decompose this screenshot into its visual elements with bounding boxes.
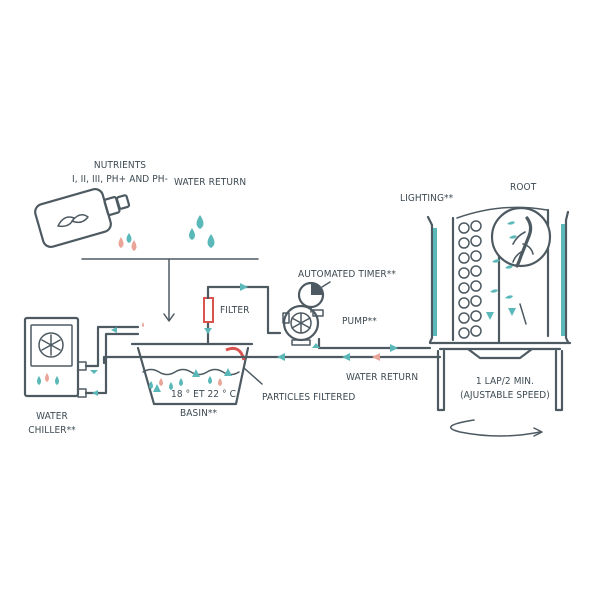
water-return-top-label: WATER RETURN: [174, 177, 247, 188]
filter-label: FILTER: [220, 305, 250, 316]
basin: [130, 342, 263, 406]
root-label: ROOT: [510, 182, 537, 193]
growing-tower: [426, 206, 572, 412]
temperature-label: 18 ° ET 22 ° C: [171, 389, 237, 400]
lighting-label: LIGHTING**: [400, 193, 454, 204]
lap-speed-label: 1 LAP/2 MIN.: [475, 376, 535, 387]
adjustable-speed-label: (AJUSTABLE SPEED): [460, 390, 550, 401]
water-return-drops: [189, 215, 215, 248]
automated-timer-label: AUTOMATED TIMER**: [298, 269, 396, 280]
water-return-bottom-label: WATER RETURN: [346, 372, 419, 383]
particles-filtered-label: PARTICLES FILTERED: [262, 392, 356, 403]
water-chiller: [23, 316, 87, 398]
nutrient-bottle-icon: [34, 188, 131, 248]
fan-icon: [41, 334, 61, 356]
tower-pipes: [102, 337, 442, 365]
chiller-label: CHILLER**: [28, 425, 76, 436]
nutrient-drops: [118, 233, 137, 251]
nutrients-subtitle: I, II, III, PH+ AND PH-: [71, 174, 169, 185]
inflow-pipe: [81, 258, 259, 322]
chiller-pipes: [84, 322, 144, 396]
plant-pods: [458, 220, 482, 339]
basin-label: BASIN**: [180, 408, 218, 419]
timer-icon: [297, 281, 325, 313]
root-icon: [507, 216, 534, 268]
filter: [203, 283, 282, 346]
timer-leader: [321, 281, 331, 288]
rotation-arrow-icon: [449, 419, 543, 437]
pump-label: PUMP**: [342, 316, 377, 327]
pump-icon: [282, 304, 324, 346]
water-label: WATER: [36, 411, 68, 422]
nutrients-title: NUTRIENTS: [93, 160, 147, 171]
